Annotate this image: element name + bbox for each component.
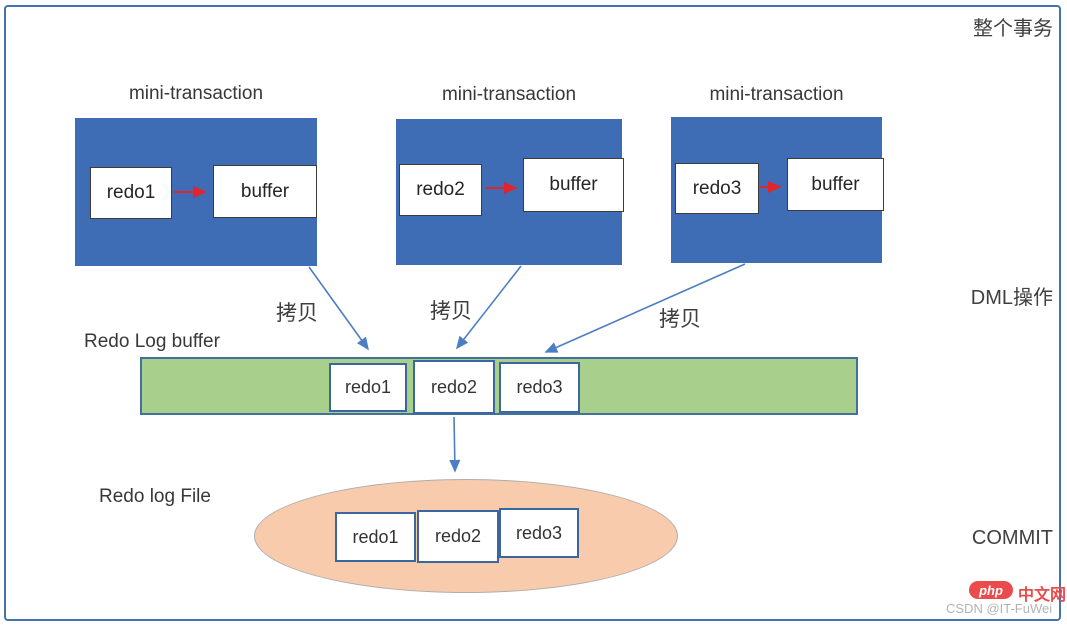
php-logo-badge: php: [969, 581, 1013, 599]
file-entry-redo2: redo2: [417, 510, 499, 563]
buffer-entry-redo2: redo2: [413, 360, 495, 414]
mini-transaction-1-box: redo1 buffer: [75, 118, 317, 266]
copy-label-3: 拷贝: [659, 308, 701, 331]
mini-transaction-2-redo-box: redo2: [399, 164, 482, 216]
copy-label-2: 拷贝: [430, 300, 472, 323]
mini-transaction-1-title: mini-transaction: [128, 83, 264, 104]
watermark-credit: CSDN @IT-FuWei: [946, 601, 1053, 616]
mini-transaction-2-buffer-box: buffer: [523, 158, 624, 212]
watermark-site-name: 中文网: [1018, 587, 1067, 604]
label-whole-transaction: 整个事务: [973, 18, 1053, 40]
diagram-frame: [4, 5, 1061, 621]
redo-log-buffer-label: Redo Log buffer: [84, 331, 220, 352]
label-dml-operation: DML操作: [970, 287, 1053, 309]
redo-log-file-label: Redo log File: [99, 486, 211, 507]
copy-label-1: 拷贝: [276, 302, 318, 325]
file-entry-redo1: redo1: [335, 512, 416, 562]
mini-transaction-1-buffer-box: buffer: [213, 165, 317, 218]
mini-transaction-3-box: redo3 buffer: [671, 117, 884, 263]
mini-transaction-2-title: mini-transaction: [441, 84, 577, 105]
mini-transaction-3-title: mini-transaction: [709, 84, 844, 105]
mini-transaction-2-box: redo2 buffer: [396, 119, 624, 265]
label-commit: COMMIT: [971, 527, 1053, 549]
buffer-entry-redo1: redo1: [329, 363, 407, 412]
mini-transaction-3-redo-box: redo3: [675, 163, 759, 214]
file-entry-redo3: redo3: [499, 508, 579, 558]
mini-transaction-3-buffer-box: buffer: [787, 158, 884, 211]
buffer-entry-redo3: redo3: [499, 362, 580, 413]
mini-transaction-1-redo-box: redo1: [90, 167, 172, 219]
